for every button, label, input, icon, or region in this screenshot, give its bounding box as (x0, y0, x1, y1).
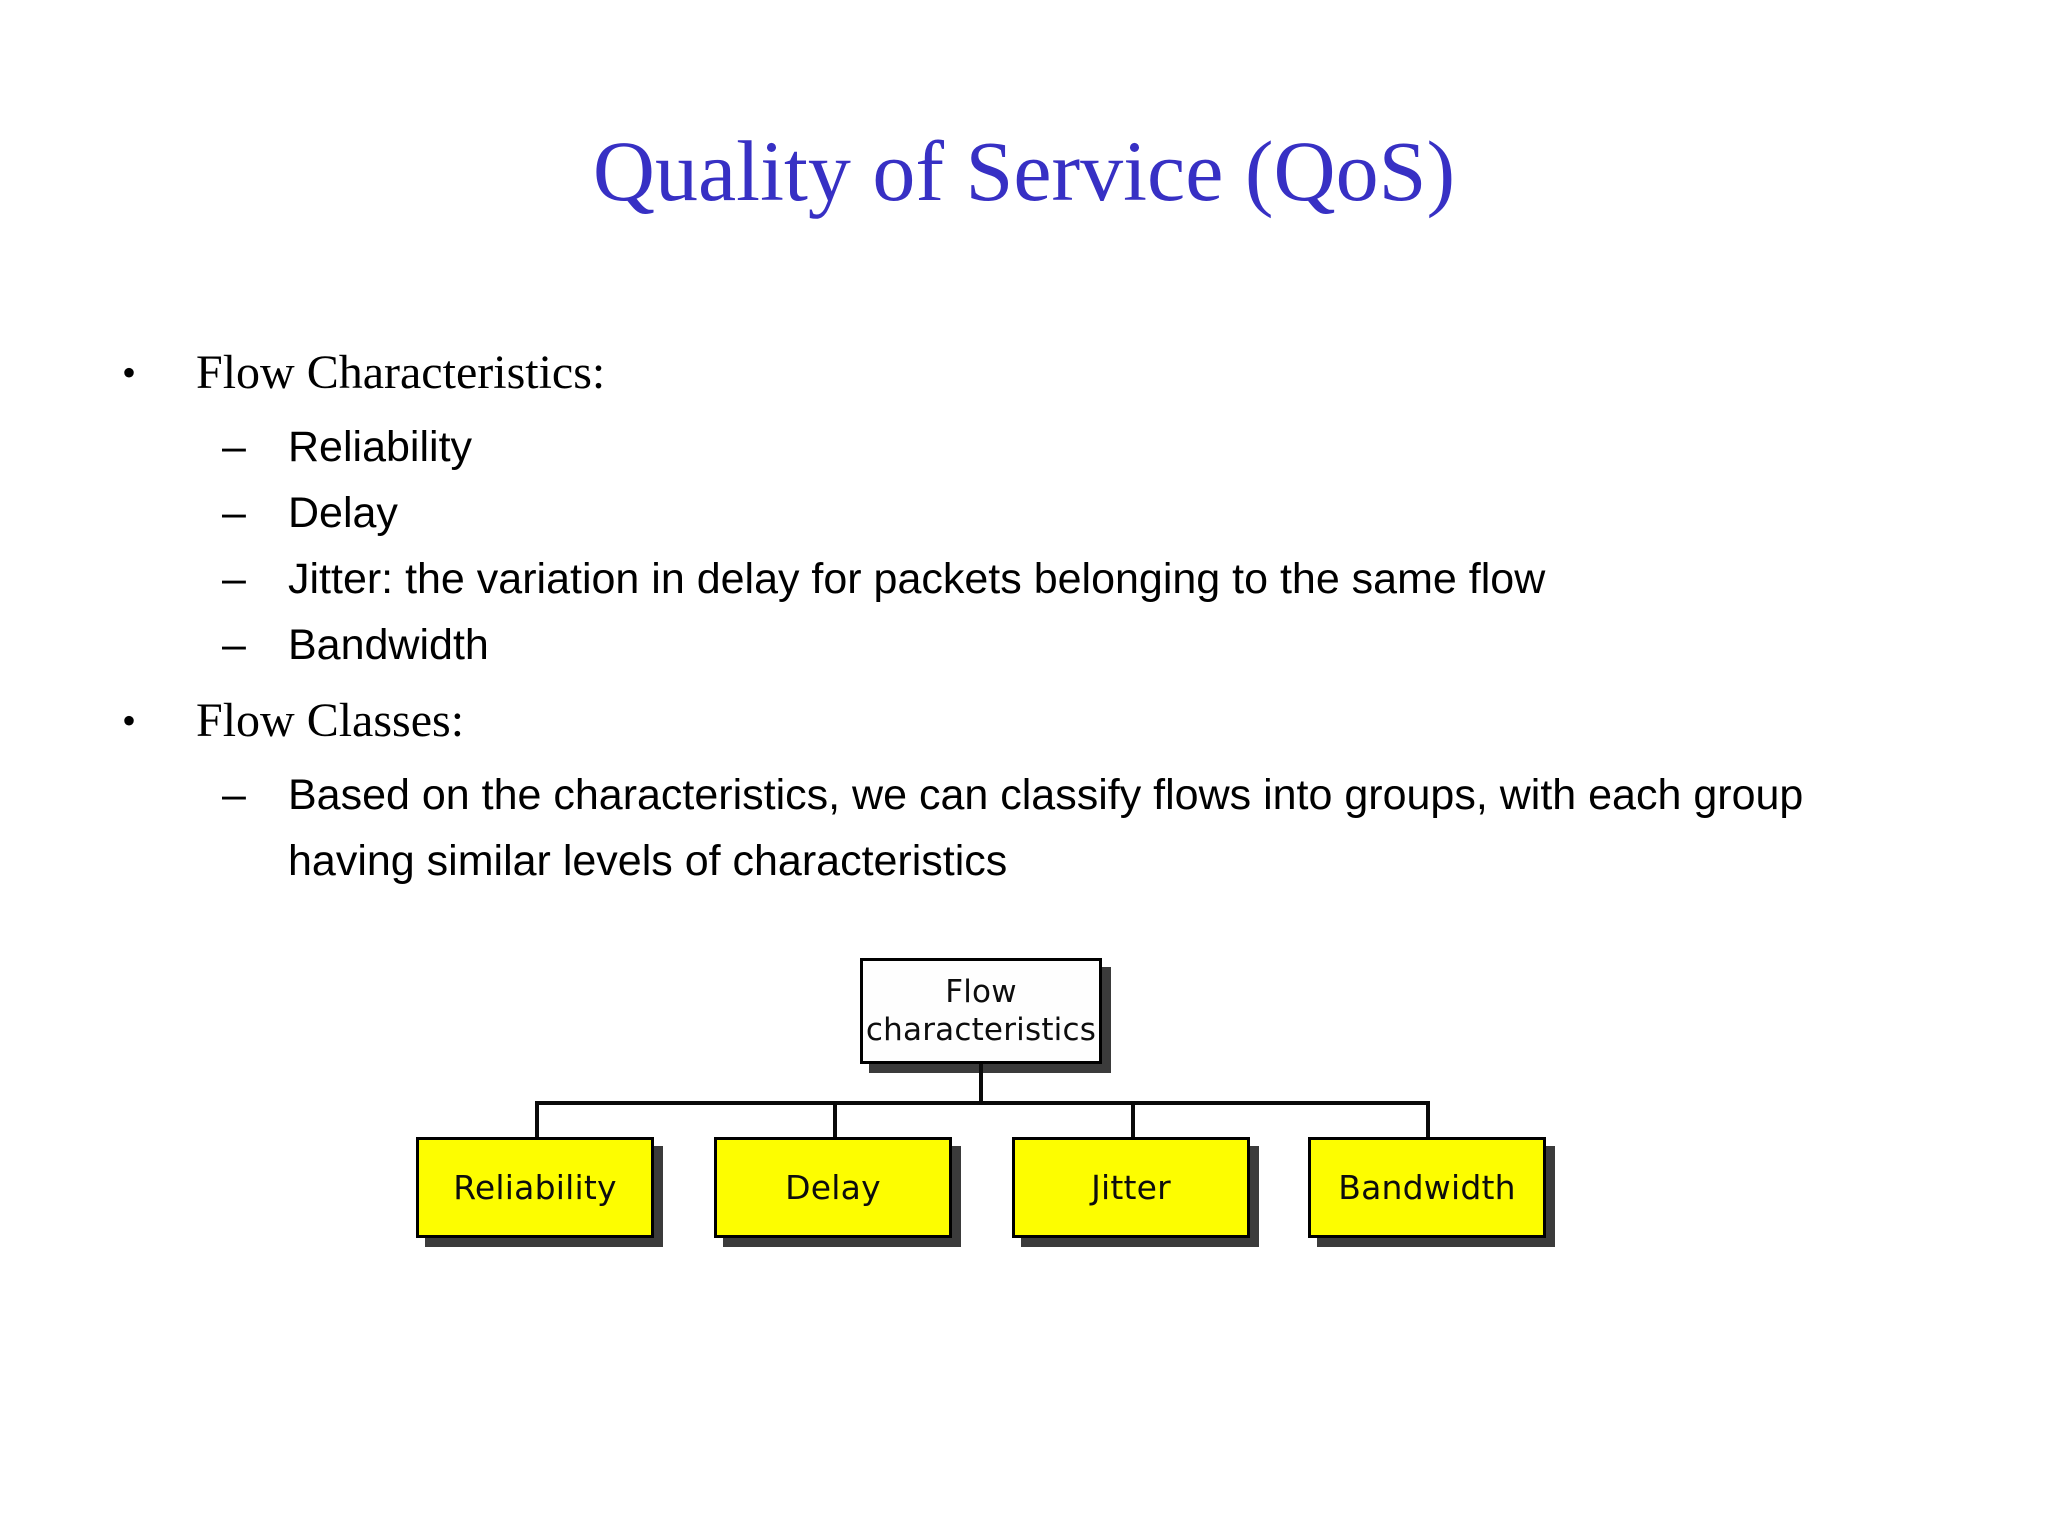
diagram-node-flow-characteristics[interactable]: Flow characteristics (860, 958, 1102, 1064)
bullet-list: • Flow Characteristics: – Reliability – … (0, 338, 2048, 894)
diagram-node-reliability[interactable]: Reliability (416, 1137, 654, 1238)
dash-marker-icon: – (222, 423, 246, 471)
diagram-node-leaf-label: Reliability (453, 1167, 617, 1207)
bullet-level1-label: Flow Characteristics: (196, 346, 606, 399)
connector-drop-jitter (1131, 1101, 1135, 1139)
dash-marker-icon: – (222, 771, 246, 819)
bullet-level2-bandwidth: – Bandwidth (0, 612, 2048, 678)
bullet-level2-label: Jitter: the variation in delay for packe… (288, 555, 1546, 603)
diagram-node-root-text: Flow characteristics (866, 973, 1096, 1049)
diagram-node-delay[interactable]: Delay (714, 1137, 952, 1238)
dash-marker-icon: – (222, 555, 246, 603)
diagram-node-bandwidth[interactable]: Bandwidth (1308, 1137, 1546, 1238)
connector-drop-bandwidth (1426, 1101, 1430, 1139)
bullet-dot-icon: • (122, 350, 137, 395)
spacer (0, 678, 2048, 686)
bullet-level2-jitter: – Jitter: the variation in delay for pac… (0, 546, 2048, 612)
connector-horizontal-bus (535, 1101, 1430, 1105)
diagram-node-leaf-label: Delay (785, 1167, 881, 1207)
bullet-level2-flow-classes-description: – Based on the characteristics, we can c… (0, 762, 2048, 894)
diagram-node-root-line1: Flow (945, 974, 1017, 1010)
diagram-node-leaf-label: Bandwidth (1338, 1167, 1516, 1207)
bullet-level2-label: Bandwidth (288, 621, 489, 669)
connector-drop-reliability (535, 1101, 539, 1139)
connector-drop-delay (833, 1101, 837, 1139)
dash-marker-icon: – (222, 621, 246, 669)
dash-marker-icon: – (222, 489, 246, 537)
diagram-node-jitter[interactable]: Jitter (1012, 1137, 1250, 1238)
bullet-dot-icon: • (122, 698, 137, 743)
bullet-level1-flow-characteristics: • Flow Characteristics: (0, 338, 2048, 408)
bullet-level1-flow-classes: • Flow Classes: (0, 686, 2048, 756)
bullet-level2-label: Delay (288, 489, 398, 537)
connector-root-stem (979, 1064, 983, 1103)
diagram-node-leaf-label: Jitter (1091, 1167, 1171, 1207)
bullet-level2-delay: – Delay (0, 480, 2048, 546)
bullet-level2-label: Based on the characteristics, we can cla… (288, 771, 1804, 885)
page-title: Quality of Service (QoS) (592, 123, 1456, 219)
bullet-level1-label: Flow Classes: (196, 694, 465, 747)
bullet-level2-label: Reliability (288, 423, 473, 471)
diagram-node-root-line2: characteristics (865, 1012, 1097, 1048)
bullet-level2-reliability: – Reliability (0, 414, 2048, 480)
